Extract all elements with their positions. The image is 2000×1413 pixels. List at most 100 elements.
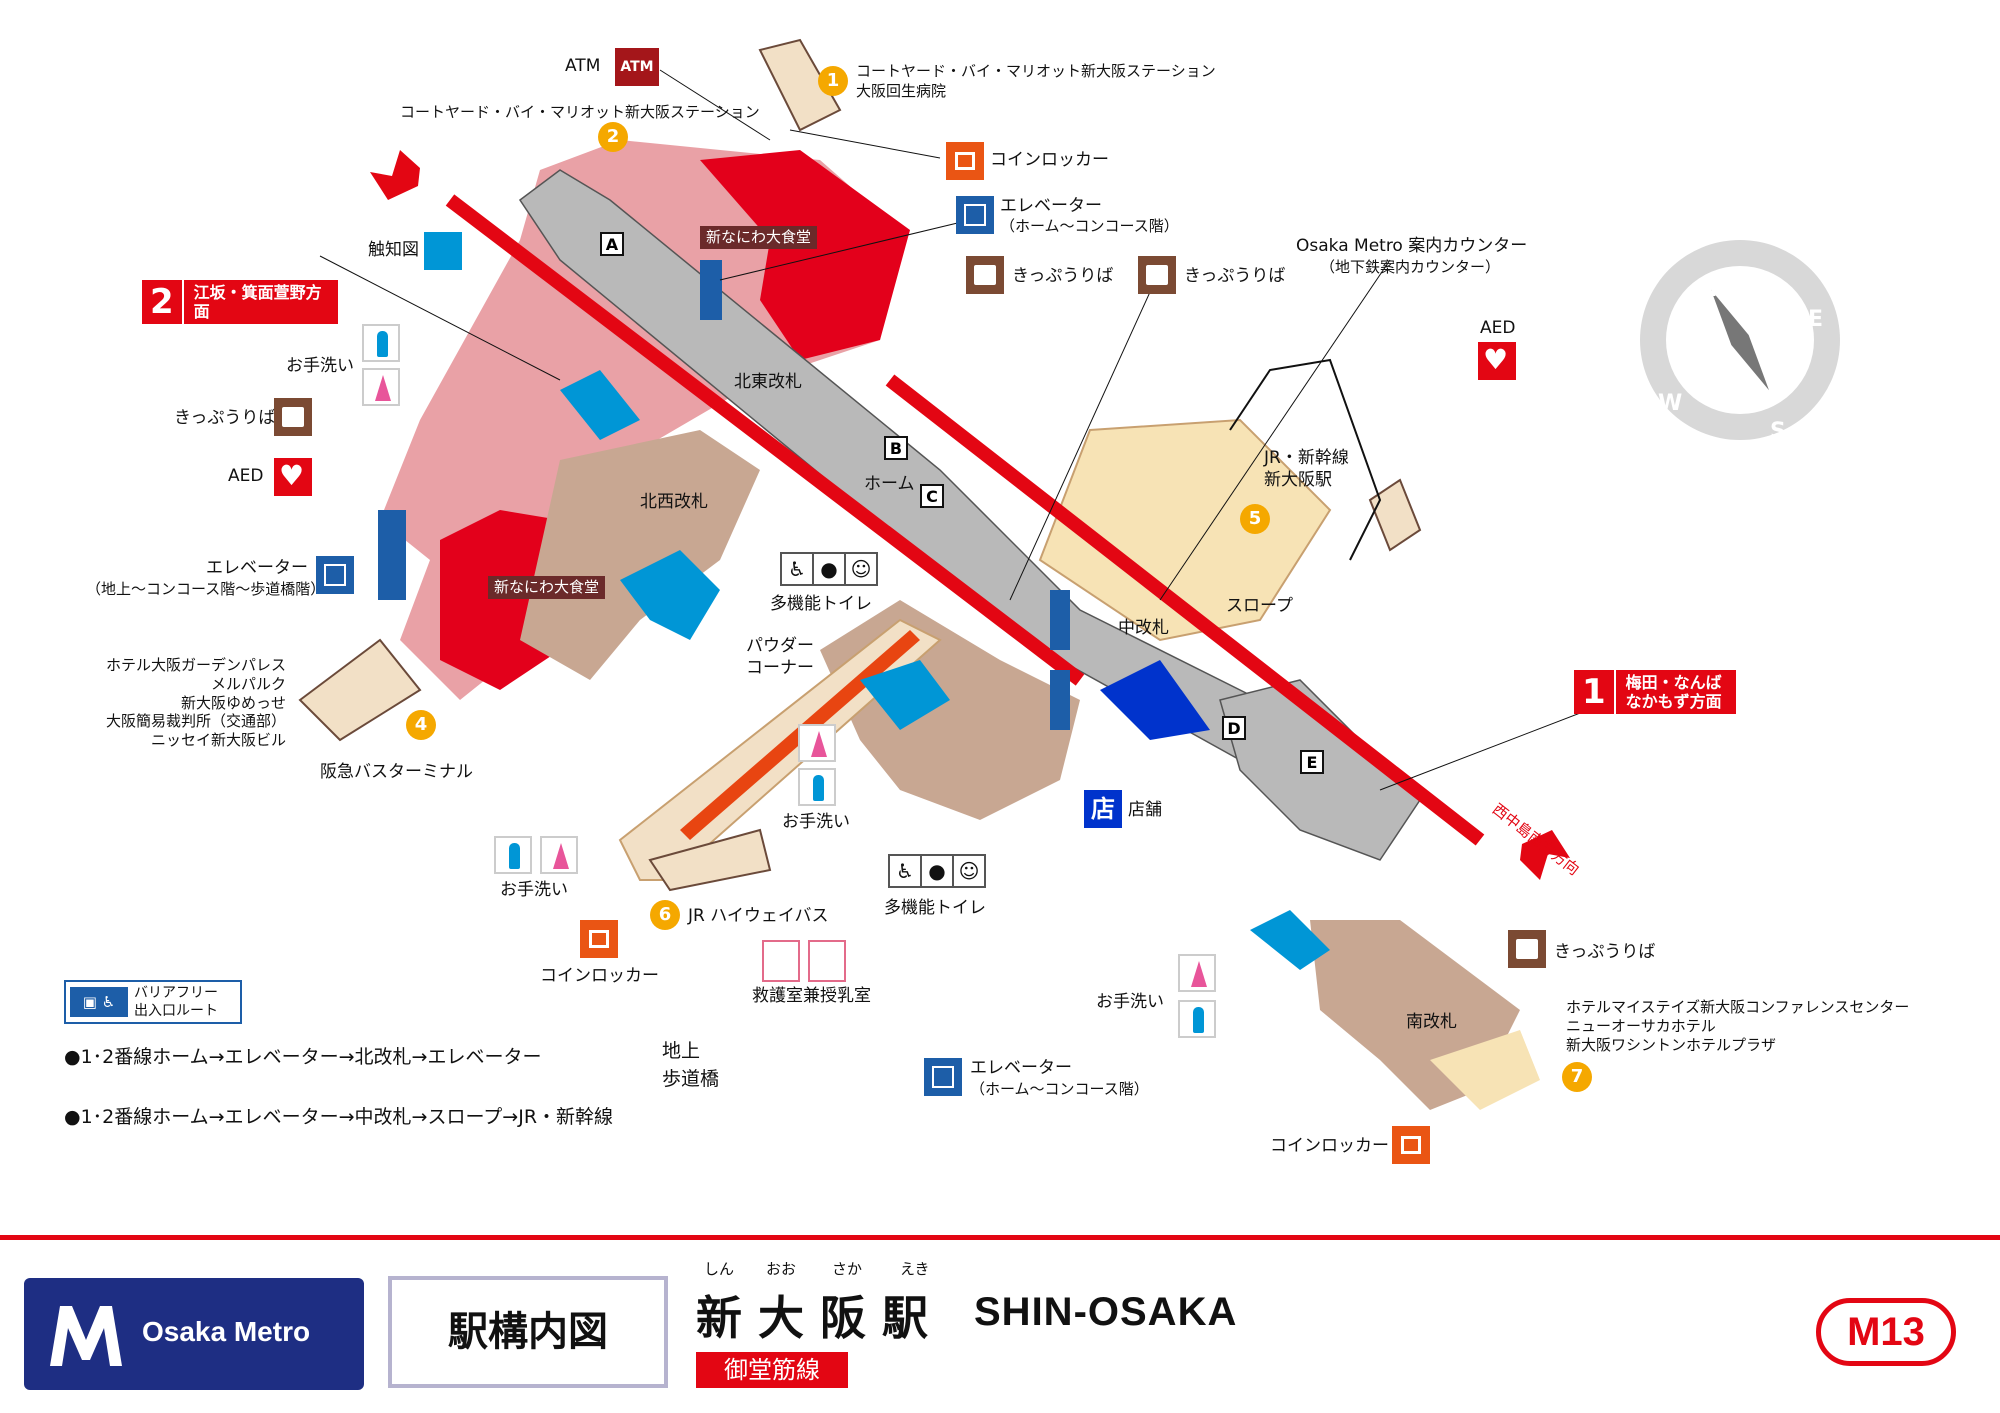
exit-4-dest: 大阪簡易裁判所（交通部） <box>105 712 286 731</box>
track-north <box>445 194 1085 686</box>
nursing-icon <box>808 940 846 982</box>
info-counter-label: Osaka Metro 案内カウンター <box>1296 236 1528 256</box>
ticket-label-center: きっぷうりば <box>1184 266 1286 286</box>
exit-7-badge: 7 <box>1562 1062 1592 1092</box>
first-aid-icon <box>762 940 800 982</box>
tactile-map-icon <box>424 232 462 270</box>
elevator-label-north: エレベーター <box>1000 196 1102 216</box>
north-east-gate-label: 北東改札 <box>734 372 802 392</box>
direction-1-line2: なかもず方面 <box>1625 692 1722 711</box>
route-1-end-ground: 地上 <box>662 1040 701 1062</box>
barrier-free-route-1: ●1･2番線ホーム→エレベーター→北改札→エレベーター <box>64 1046 542 1068</box>
atm-icon: ATM <box>615 48 659 86</box>
stairs-exit6 <box>648 828 772 892</box>
ticket-label-west: きっぷうりば <box>174 408 276 428</box>
restroom-label-northwest: お手洗い <box>500 880 568 900</box>
arrow-nishinakajima <box>1520 830 1570 880</box>
track-south <box>885 374 1485 846</box>
exit-2-destination: コートヤード・バイ・マリオット新大阪ステーション <box>400 103 760 121</box>
ruby-4: えき <box>900 1260 930 1278</box>
baby-changing-icon: ☺ <box>952 854 986 888</box>
elevator-ground-sub: （地上～コンコース階～歩道橋階） <box>86 580 326 598</box>
direction-2-text: 江坂・箕面萱野方面 <box>193 282 322 321</box>
gate-d: D <box>1222 716 1246 740</box>
osaka-metro-logo: Osaka Metro <box>24 1278 364 1390</box>
barrier-free-badge-text: バリアフリー出入口ルート <box>134 984 218 1020</box>
elevator-icon <box>316 556 354 594</box>
line-name: 御堂筋線 <box>696 1352 848 1388</box>
toilet-block-center <box>620 550 720 640</box>
restroom-female-icon <box>540 836 578 874</box>
restroom-label-west: お手洗い <box>286 356 354 376</box>
platform-label: ホーム <box>864 474 915 494</box>
elevator-label-south: エレベーター <box>970 1058 1072 1078</box>
exit-1-destination-2: 大阪回生病院 <box>856 82 947 100</box>
elevator-pillar-west <box>378 510 406 600</box>
restroom-male-icon <box>362 324 400 362</box>
ticket-icon <box>1138 256 1176 294</box>
jr-shinkansen-label: JR・新幹線 <box>1264 448 1349 468</box>
compass-e: E <box>1808 307 1824 332</box>
badge-line-2: 出入口ルート <box>134 1003 218 1019</box>
elevator-sub-north: （ホーム～コンコース階） <box>1000 217 1179 235</box>
coin-locker-label-north: コインロッカー <box>990 150 1109 170</box>
jr-shinkansen-label-2: 新大阪駅 <box>1264 470 1332 490</box>
gate-a: A <box>600 232 624 256</box>
baby-changing-icon: ☺ <box>844 552 878 586</box>
elevator-sub-south: （ホーム～コンコース階） <box>970 1080 1149 1098</box>
exit-7-dest: 新大阪ワシントンホテルプラザ <box>1566 1035 1777 1054</box>
barrier-free-route-2: ●1･2番線ホーム→エレベーター→中改札→スロープ→JR・新幹線 <box>64 1106 614 1128</box>
aed-icon <box>1478 342 1516 380</box>
ticket-icon <box>274 398 312 436</box>
restaurant-sign-north: 新なにわ大食堂 <box>700 226 818 249</box>
powder-corner-label-1: パウダー <box>746 636 814 656</box>
restroom-male-icon <box>798 768 836 806</box>
ostomate-icon: ● <box>812 552 846 586</box>
ostomate-icon: ● <box>920 854 954 888</box>
station-name-en: SHIN-OSAKA <box>974 1290 1238 1334</box>
exit-4-dest: 新大阪ゆめっせ <box>180 693 286 712</box>
north-west-gate-label: 北西改札 <box>640 492 708 512</box>
badge-line-1: バリアフリー <box>134 985 218 1001</box>
ruby-1: しん <box>704 1260 735 1278</box>
restroom-female-icon <box>798 724 836 762</box>
arrow-higashimikuni <box>370 150 420 200</box>
exit-7-dest: ホテルマイステイズ新大阪コンファレンスセンター <box>1566 998 1910 1016</box>
toilet-block-north <box>560 370 640 440</box>
exit-4-destinations: ホテル大阪ガーデンパレス メルパルク 新大阪ゆめっせ 大阪簡易裁判所（交通部） … <box>96 656 286 750</box>
wheelchair-icon: ♿ <box>888 854 922 888</box>
direction-1-text: 梅田・なんばなかもず方面 <box>1616 673 1732 711</box>
gate-e: E <box>1300 750 1324 774</box>
coin-locker-icon <box>580 920 618 958</box>
info-counter-sub: （地下鉄案内カウンター） <box>1320 258 1501 276</box>
elevator-pillar-north <box>700 260 722 320</box>
compass-w: W <box>1658 391 1683 416</box>
shop-label: 店舗 <box>1128 800 1162 820</box>
concourse-floor <box>520 430 760 680</box>
ticket-label-north-east: きっぷうりば <box>1012 266 1114 286</box>
aed-icon <box>274 458 312 496</box>
coin-locker-icon <box>1392 1126 1430 1164</box>
shop-block <box>1100 660 1210 740</box>
ticket-label-south: きっぷうりば <box>1554 942 1656 962</box>
coin-locker-label-west: コインロッカー <box>540 966 659 986</box>
hankyu-bus-label: 阪急バスターミナル <box>320 762 473 782</box>
footer-divider <box>0 1235 2000 1240</box>
compass <box>1640 240 1840 440</box>
direction-2-sign: 2 江坂・箕面萱野方面 <box>142 280 338 324</box>
compass-s: S <box>1770 419 1786 444</box>
ruby-2: おお <box>766 1260 797 1278</box>
restroom-female-icon <box>1178 954 1216 992</box>
exit-4-dest: ホテル大阪ガーデンパレス <box>105 656 286 674</box>
south-gate-label: 南改札 <box>1406 1012 1457 1032</box>
nursing-room-label: 救護室兼授乳室 <box>752 986 871 1006</box>
route-1-end-bridge: 歩道橋 <box>662 1068 720 1090</box>
exit-1-destination: コートヤード・バイ・マリオット新大阪ステーション <box>856 62 1216 80</box>
barrier-free-route-badge: ▣ ♿ バリアフリー出入口ルート <box>64 980 242 1024</box>
exit-1-badge: 1 <box>818 66 848 96</box>
elevator-icon <box>924 1058 962 1096</box>
restroom-male-icon <box>494 836 532 874</box>
south-exit-floor <box>1430 1030 1540 1110</box>
center-gate-label: 中改札 <box>1118 618 1169 638</box>
